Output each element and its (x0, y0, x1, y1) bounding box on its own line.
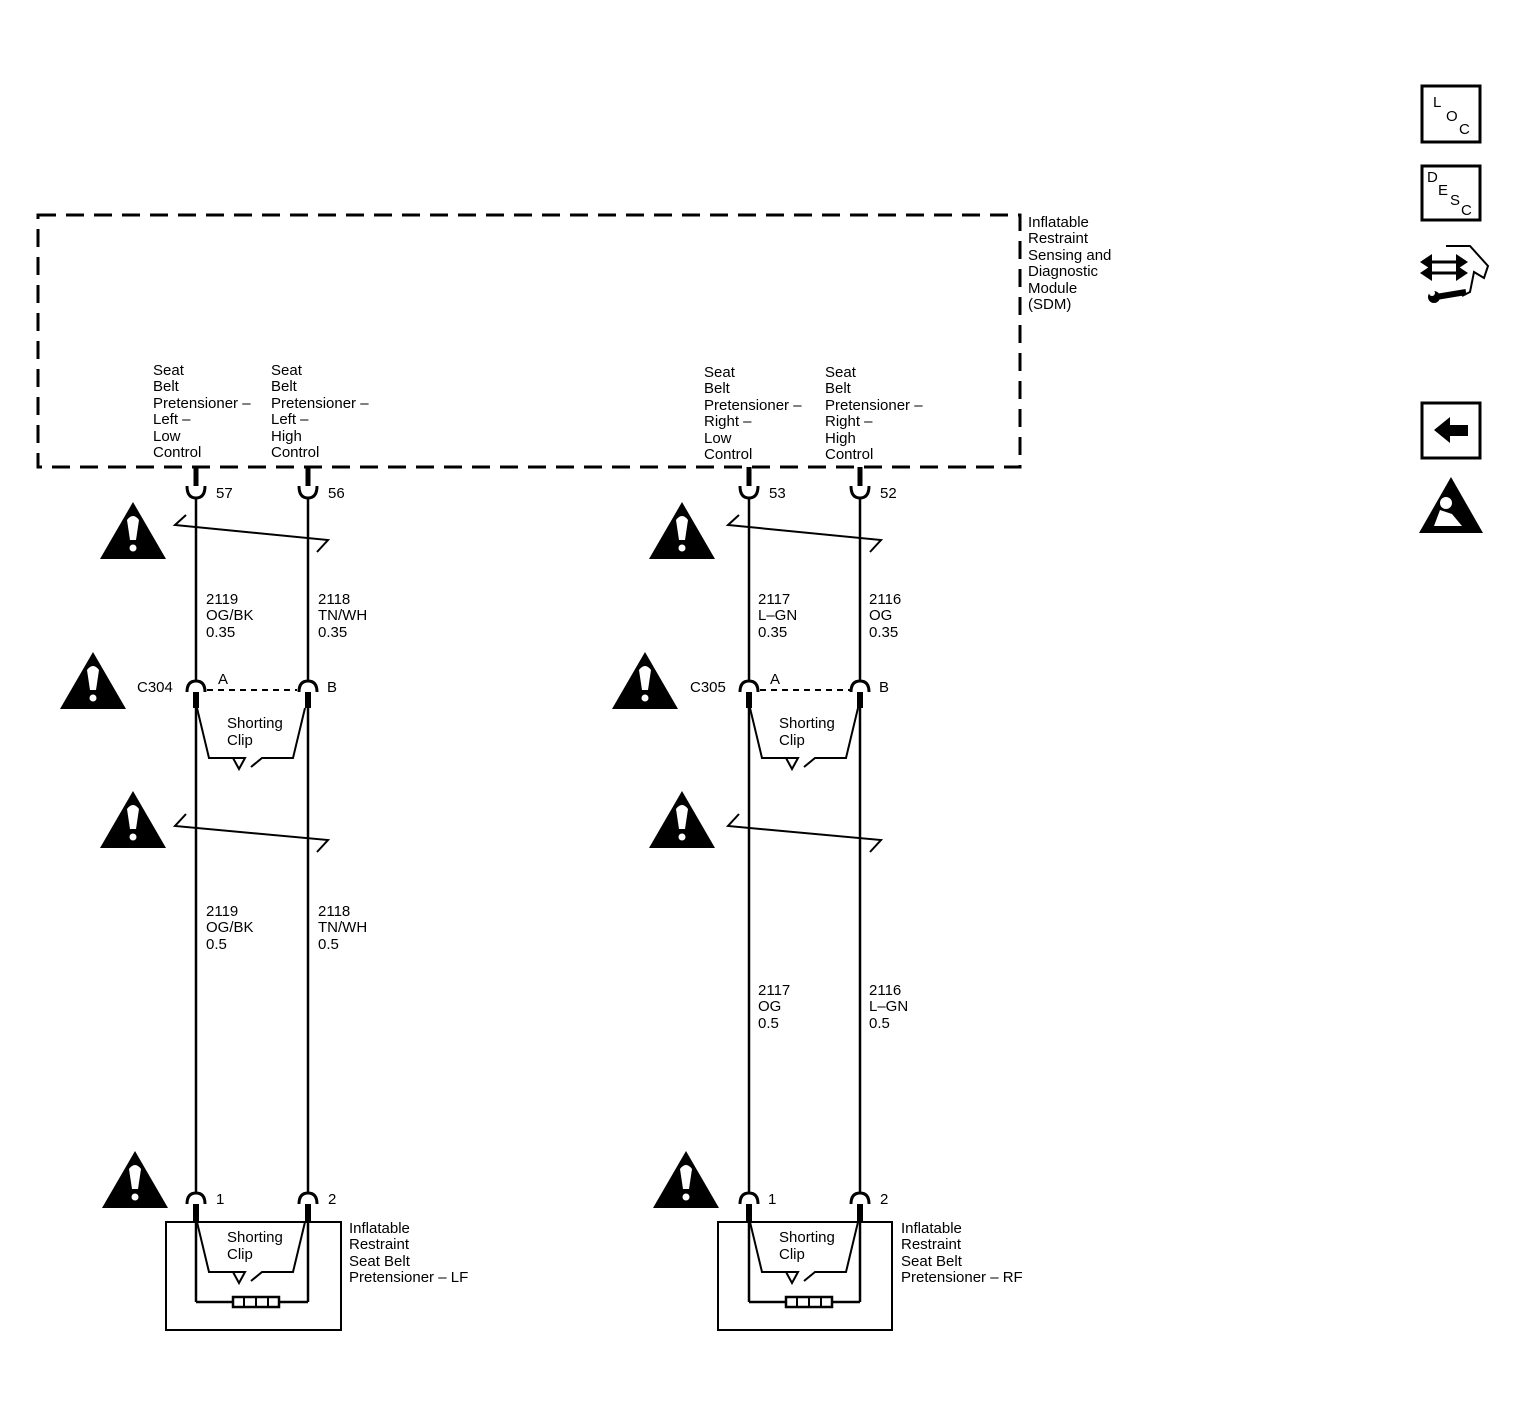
wire-label: 2119 OG/BK 0.5 (206, 903, 258, 953)
device-pin: 1 (768, 1191, 776, 1208)
warning-icon[interactable] (60, 652, 126, 709)
wire-label: 2116 L–GN 0.5 (869, 982, 912, 1032)
wire-label: 2117 OG 0.5 (758, 982, 794, 1032)
device-pin: 2 (880, 1191, 888, 1208)
svg-text:O: O (1446, 108, 1458, 125)
warning-icon[interactable] (649, 791, 715, 848)
pin-number: 56 (328, 485, 345, 502)
svg-text:C: C (1459, 121, 1470, 138)
connector-pin: B (879, 679, 889, 696)
svg-text:E: E (1438, 182, 1448, 199)
wires (194, 498, 862, 1192)
warning-icon[interactable] (649, 502, 715, 559)
svg-text:C: C (1461, 202, 1472, 219)
shorting-clip-label: Shorting Clip (227, 1229, 287, 1263)
device-name: Inflatable Restraint Seat Belt Pretensio… (349, 1220, 468, 1286)
shorting-clip-label: Shorting Clip (779, 1229, 839, 1263)
svg-text:Shorting Clip: Shorting Clip (779, 715, 839, 749)
device-pin: 2 (328, 1191, 336, 1208)
device-pin: 1 (216, 1191, 224, 1208)
component-locator-button[interactable]: L O C (1420, 84, 1482, 144)
airbag-caution-icon[interactable] (1419, 477, 1483, 533)
warning-icon[interactable] (612, 652, 678, 709)
wire-label: 2118 TN/WH 0.35 (318, 591, 371, 641)
wire-label: 2116 OG 0.35 (869, 591, 905, 641)
svg-text:L: L (1433, 94, 1441, 111)
svg-text:Shorting Clip: Shorting Clip (227, 715, 287, 749)
shorting-clip-c305: Shorting Clip (749, 707, 859, 772)
connector-c304: C304 A B (137, 671, 337, 708)
connector-name: C304 (137, 679, 173, 696)
sdm-module-outline (36, 213, 1022, 469)
wire-label: 2119 OG/BK 0.35 (206, 591, 258, 641)
diagnostics-wrench-icon[interactable] (1420, 245, 1490, 303)
circuit-description-button[interactable]: D E S C (1420, 164, 1482, 222)
back-arrow-button[interactable] (1420, 401, 1482, 460)
connector-pin: A (218, 671, 228, 688)
connector-c305: C305 A B (690, 671, 889, 708)
device-terminals (185, 1191, 871, 1222)
twisted-pair-symbols (172, 514, 884, 853)
device-name: Inflatable Restraint Seat Belt Pretensio… (901, 1220, 1023, 1286)
connector-pin: B (327, 679, 337, 696)
wire-label: 2117 L–GN 0.35 (758, 591, 801, 641)
connector-name: C305 (690, 679, 726, 696)
pin-number: 57 (216, 485, 233, 502)
pin-label-right-high: Seat Belt Pretensioner – Right – High Co… (825, 364, 927, 463)
connector-pin: A (770, 671, 780, 688)
pretensioner-lf: Shorting Clip Inflatable Restraint Seat … (165, 1220, 468, 1331)
pin-number: 52 (880, 485, 897, 502)
module-terminals (185, 467, 871, 500)
sdm-module-name: Inflatable Restraint Sensing and Diagnos… (1028, 214, 1116, 313)
svg-text:D: D (1427, 169, 1438, 186)
warning-icon[interactable] (102, 1151, 168, 1208)
pretensioner-rf: Shorting Clip Inflatable Restraint Seat … (717, 1220, 1023, 1331)
wire-label: 2118 TN/WH 0.5 (318, 903, 371, 953)
pin-label-right-low: Seat Belt Pretensioner – Right – Low Con… (704, 364, 806, 463)
pin-number: 53 (769, 485, 786, 502)
warning-icon[interactable] (653, 1151, 719, 1208)
pin-label-left-high: Seat Belt Pretensioner – Left – High Con… (271, 362, 373, 461)
shorting-clip-c304: Shorting Clip (196, 707, 306, 772)
warning-icon[interactable] (100, 791, 166, 848)
svg-text:S: S (1450, 192, 1460, 209)
pin-label-left-low: Seat Belt Pretensioner – Left – Low Cont… (153, 362, 255, 461)
warning-icon[interactable] (100, 502, 166, 559)
